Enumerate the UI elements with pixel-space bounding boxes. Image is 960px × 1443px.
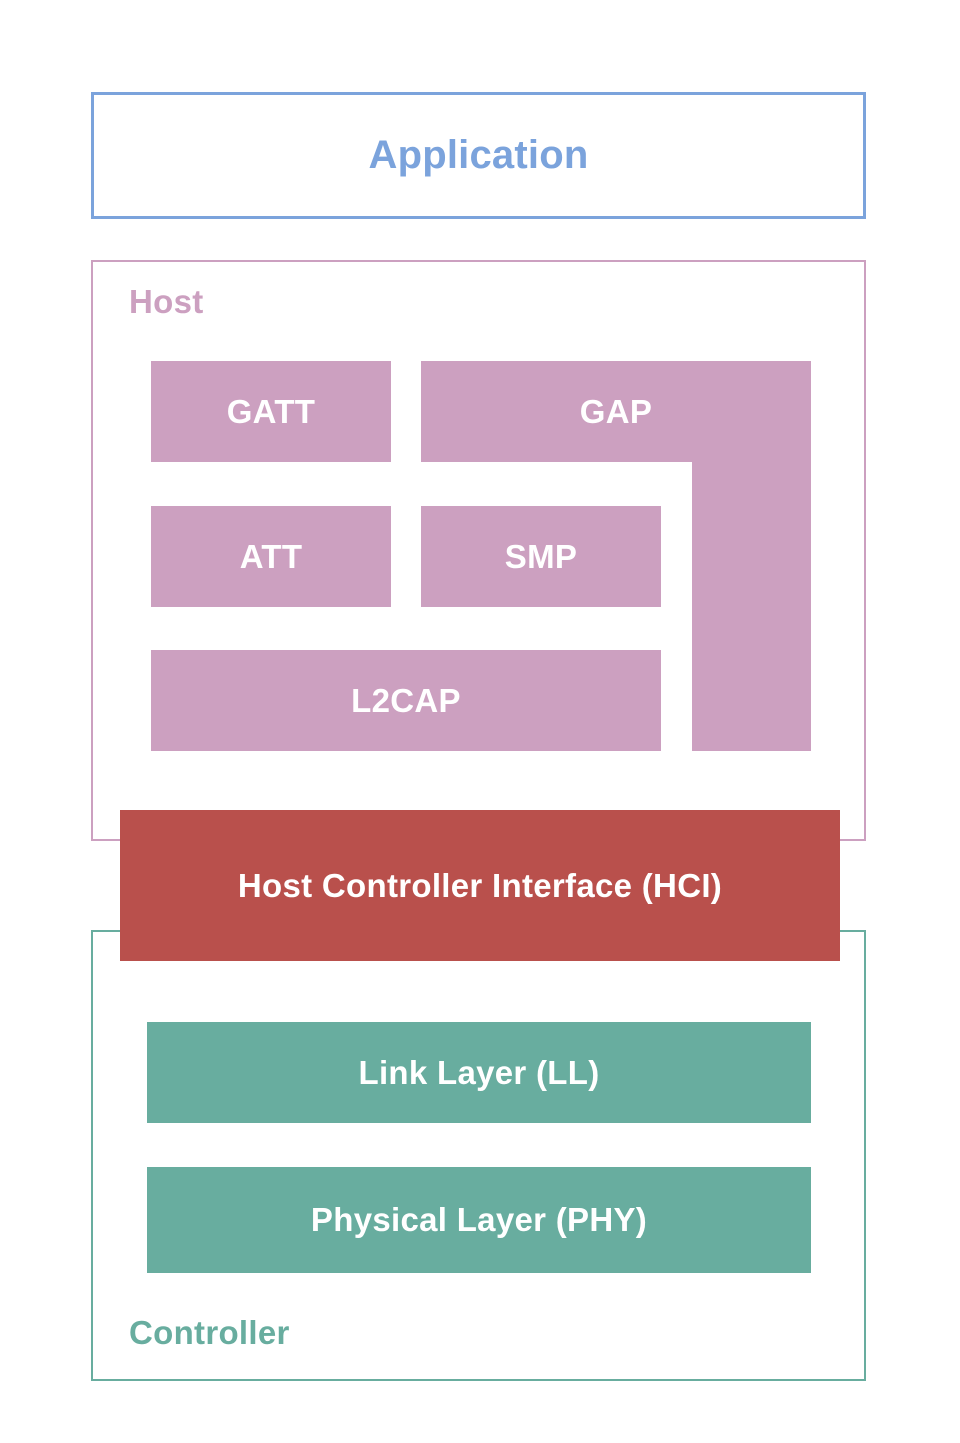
host-block-att: ATT bbox=[151, 506, 391, 607]
application-layer-box bbox=[91, 92, 866, 219]
host-block-gap: GAP bbox=[421, 361, 811, 751]
host-block-gap-label: GAP bbox=[579, 392, 653, 430]
controller-layer-label: Controller bbox=[129, 1314, 290, 1351]
application-layer-label: Application bbox=[368, 133, 589, 177]
host-block-l2cap: L2CAP bbox=[151, 650, 661, 751]
host-controller-interface-bar: Host Controller Interface (HCI) bbox=[120, 810, 840, 961]
gap-top-bar bbox=[421, 361, 811, 462]
host-block-gatt: GATT bbox=[151, 361, 391, 462]
host-layer-label: Host bbox=[129, 283, 204, 320]
controller-block-link-layer: Link Layer (LL) bbox=[147, 1022, 811, 1123]
controller-block-physical-layer: Physical Layer (PHY) bbox=[147, 1167, 811, 1273]
gap-side-column bbox=[692, 462, 811, 751]
host-block-smp: SMP bbox=[421, 506, 661, 607]
